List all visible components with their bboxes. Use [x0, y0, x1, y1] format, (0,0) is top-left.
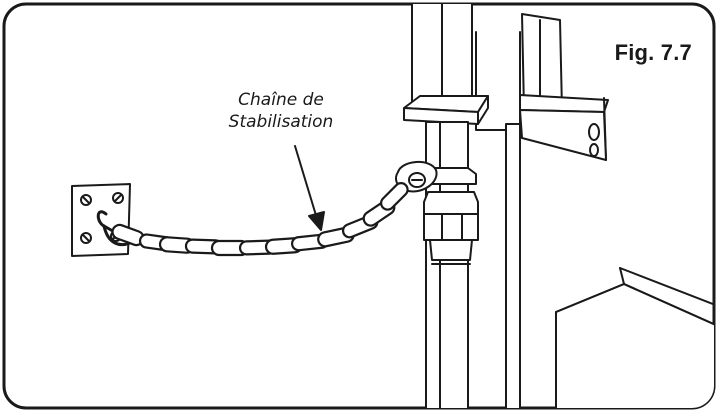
wall-plate — [71, 183, 134, 257]
chain-callout-label: Chaîne de Stabilisation — [206, 89, 356, 133]
callout-line-2: Stabilisation — [228, 112, 334, 132]
mounting-bracket — [475, 13, 609, 161]
collar-plate — [403, 95, 489, 125]
callout-arrow — [294, 145, 325, 231]
figure-label: Fig. 7.7 — [614, 40, 692, 65]
stabilization-chain — [111, 182, 409, 257]
vertical-mast — [411, 4, 473, 109]
lower-housing — [555, 267, 714, 408]
callout-line-1: Chaîne de — [238, 90, 324, 110]
coupling-nut — [423, 191, 479, 265]
